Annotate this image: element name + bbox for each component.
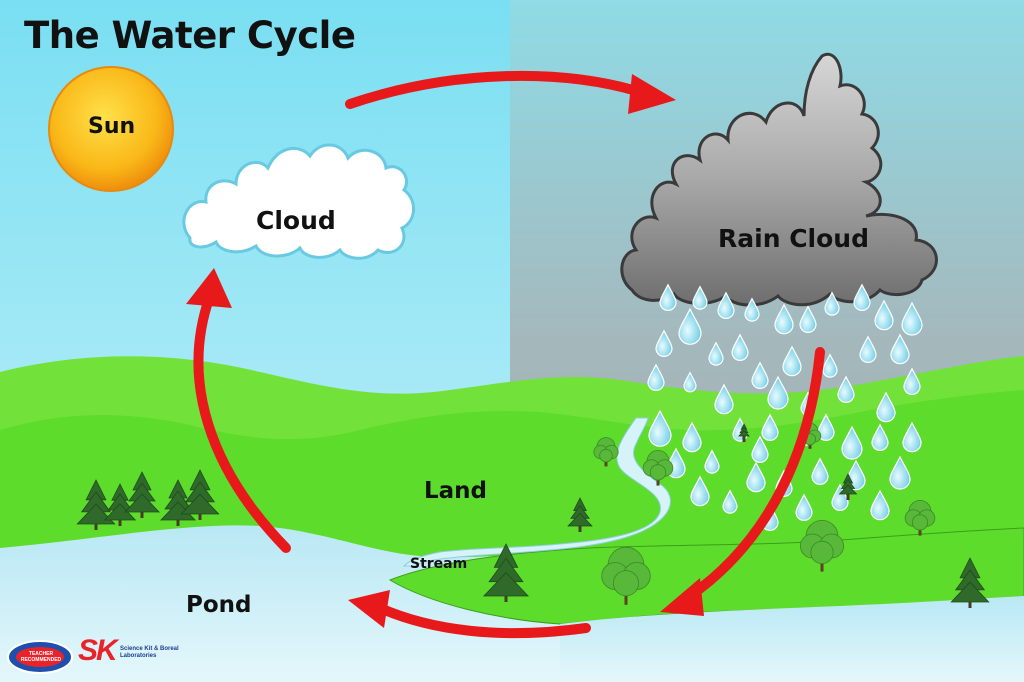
raindrop-icon bbox=[655, 329, 673, 357]
badge-text: TEACHER RECOMMENDED bbox=[20, 651, 62, 663]
tree-icon bbox=[642, 449, 674, 486]
tree-icon bbox=[904, 499, 936, 536]
raindrops bbox=[647, 283, 923, 531]
tree-icon bbox=[482, 543, 530, 602]
cloud-label: Cloud bbox=[256, 206, 336, 235]
raindrop-icon bbox=[822, 353, 838, 378]
raindrop-icon bbox=[683, 371, 697, 393]
raindrop-icon bbox=[659, 283, 677, 311]
tree-icon bbox=[567, 497, 593, 532]
tree-icon bbox=[800, 520, 844, 572]
evaporation-arrow-icon bbox=[186, 268, 291, 553]
raindrop-icon bbox=[708, 341, 724, 366]
raindrop-icon bbox=[678, 307, 702, 345]
raindrop-icon bbox=[704, 449, 720, 474]
land-label: Land bbox=[424, 478, 488, 504]
raindrop-icon bbox=[890, 333, 910, 365]
raindrop-icon bbox=[744, 297, 760, 322]
cloud-icon bbox=[182, 143, 415, 260]
raindrop-icon bbox=[782, 345, 802, 377]
raindrop-icon bbox=[714, 383, 734, 415]
cycle-arrows bbox=[186, 70, 825, 639]
raindrop-icon bbox=[731, 333, 749, 361]
raindrop-icon bbox=[870, 489, 890, 521]
diagram-title: The Water Cycle bbox=[24, 14, 356, 57]
raindrop-icon bbox=[682, 421, 702, 453]
raindrop-icon bbox=[876, 391, 896, 423]
raindrop-icon bbox=[690, 475, 710, 507]
raindrop-icon bbox=[889, 455, 911, 490]
raindrop-icon bbox=[859, 335, 877, 363]
raindrop-icon bbox=[901, 301, 923, 336]
sun-icon bbox=[48, 66, 174, 192]
collection-arrow-icon bbox=[348, 590, 591, 639]
raindrop-icon bbox=[751, 361, 769, 389]
raindrop-icon bbox=[811, 457, 829, 485]
stream-label: Stream bbox=[410, 556, 468, 572]
tree-icon bbox=[160, 479, 196, 526]
tree-icon bbox=[103, 483, 137, 526]
raindrop-icon bbox=[799, 305, 817, 333]
tree-icon bbox=[950, 557, 990, 608]
raindrop-icon bbox=[692, 285, 708, 310]
lake-right bbox=[560, 596, 1024, 682]
publisher-logo: SK bbox=[78, 634, 118, 667]
raindrop-icon bbox=[767, 375, 789, 410]
raindrop-icon bbox=[871, 423, 889, 451]
sun-label: Sun bbox=[88, 114, 136, 139]
tree-icon bbox=[593, 437, 619, 467]
precipitation-arrow-icon bbox=[660, 347, 825, 616]
raindrop-icon bbox=[817, 413, 835, 441]
raindrop-icon bbox=[746, 461, 766, 493]
raindrop-icon bbox=[837, 375, 855, 403]
tree-icon bbox=[737, 423, 751, 442]
raindrop-icon bbox=[903, 367, 921, 395]
tree-icon bbox=[180, 469, 220, 520]
raindrop-icon bbox=[774, 303, 794, 335]
raindrop-icon bbox=[717, 291, 735, 319]
stream-water bbox=[402, 417, 671, 567]
raindrop-icon bbox=[761, 413, 779, 441]
raindrop-icon bbox=[722, 489, 738, 514]
raindrop-icon bbox=[824, 291, 840, 316]
raindrop-icon bbox=[648, 409, 672, 447]
pond-water bbox=[0, 525, 560, 682]
raindrop-icon bbox=[751, 435, 769, 463]
raindrop-icon bbox=[902, 421, 922, 453]
tree-icon bbox=[601, 546, 651, 605]
raindrop-icon bbox=[874, 299, 894, 331]
tree-icon bbox=[838, 473, 858, 500]
raindrop-icon bbox=[795, 493, 813, 521]
rain-cloud-icon bbox=[620, 52, 938, 307]
tree-icon bbox=[124, 471, 160, 518]
publisher-badge-icon bbox=[7, 640, 73, 674]
raindrop-icon bbox=[841, 425, 863, 460]
raindrop-icon bbox=[853, 283, 871, 311]
raindrop-icon bbox=[831, 483, 849, 511]
pond-label: Pond bbox=[186, 592, 252, 618]
raindrop-icon bbox=[647, 363, 665, 391]
rain-cloud-label: Rain Cloud bbox=[718, 224, 869, 253]
publisher-name: Science Kit & Boreal Laboratories bbox=[120, 646, 179, 659]
condensation-arrow-icon bbox=[345, 70, 676, 114]
